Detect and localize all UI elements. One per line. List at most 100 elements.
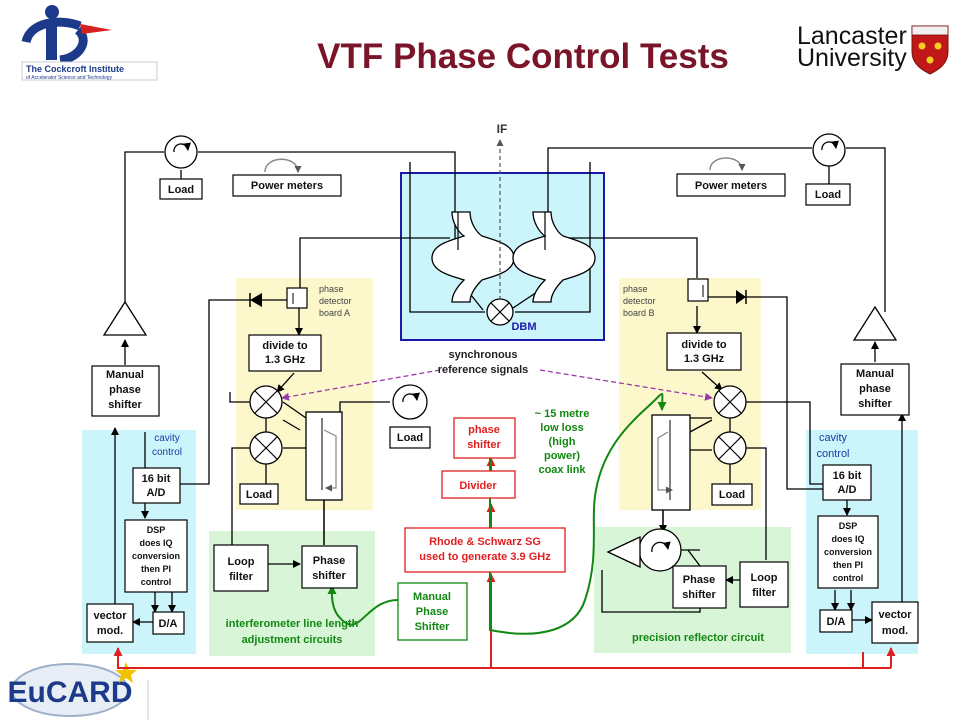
coax-link-cable xyxy=(489,393,667,635)
divide-box: divide to 1.3 GHz xyxy=(666,332,742,371)
svg-text:~ 15 metre: ~ 15 metre xyxy=(535,408,590,420)
adc-box: 16 bit A/D xyxy=(822,464,872,501)
sync-ref-arrow-left xyxy=(281,369,441,401)
svg-text:Rhode & Schwarz SG: Rhode & Schwarz SG xyxy=(429,536,541,548)
crest-lion-icon xyxy=(934,42,942,50)
svg-text:Manual: Manual xyxy=(413,591,451,603)
svg-text:reference signals: reference signals xyxy=(438,364,529,376)
amplifier-icon xyxy=(852,305,898,341)
mixer-icon xyxy=(486,298,514,326)
svg-text:shifter: shifter xyxy=(108,399,142,411)
diode-icon xyxy=(736,290,747,304)
svg-text:Loop: Loop xyxy=(751,572,778,584)
svg-text:1.3 GHz: 1.3 GHz xyxy=(265,354,306,366)
svg-text:16 bit: 16 bit xyxy=(833,470,862,482)
da-box: D/A xyxy=(152,611,185,635)
svg-text:cavity: cavity xyxy=(154,433,180,444)
svg-text:Load: Load xyxy=(719,489,745,501)
manual-phase-shifter-box: Manual phase shifter xyxy=(840,363,910,416)
cockcroft-name: The Cockcroft Institute xyxy=(26,64,124,74)
amplifier-icon xyxy=(102,300,148,336)
svg-text:A/D: A/D xyxy=(838,484,857,496)
svg-text:16 bit: 16 bit xyxy=(142,473,171,485)
circulator-icon xyxy=(812,133,846,167)
svg-text:synchronous: synchronous xyxy=(448,349,517,361)
sync-ref-label: synchronous reference signals xyxy=(438,349,529,376)
coupler-icon xyxy=(687,278,709,302)
lancaster-logo: Lancaster University xyxy=(797,22,949,75)
eucard-logo: EuCARD xyxy=(8,662,137,717)
svg-text:D/A: D/A xyxy=(159,618,178,630)
divide-box: divide to 1.3 GHz xyxy=(248,334,322,372)
diode-icon xyxy=(249,293,262,307)
splitter-icon xyxy=(305,411,343,501)
svg-text:conversion: conversion xyxy=(132,551,180,561)
svg-text:mod.: mod. xyxy=(97,625,123,637)
manual-phase-shifter-cable xyxy=(327,585,399,626)
circulator-icon xyxy=(164,135,198,169)
svg-text:does IQ: does IQ xyxy=(831,534,864,544)
svg-text:Load: Load xyxy=(168,184,194,196)
mixer-icon xyxy=(249,385,283,419)
svg-text:conversion: conversion xyxy=(824,547,872,557)
svg-text:detector: detector xyxy=(319,296,352,306)
phase-shifter-red-box: phase shifter xyxy=(453,417,516,459)
crest-lion-icon xyxy=(918,42,926,50)
svg-text:vector: vector xyxy=(878,609,912,621)
circulator-icon xyxy=(392,384,428,420)
svg-text:D/A: D/A xyxy=(827,616,846,628)
svg-text:power): power) xyxy=(544,450,580,462)
precision-reflector-label: precision reflector circuit xyxy=(632,632,764,644)
svg-text:phase: phase xyxy=(319,284,344,294)
phase-detector-a-label: phase detector board A xyxy=(319,284,352,318)
power-meter-arrow-icon xyxy=(264,158,302,173)
cavity-icon xyxy=(431,211,515,303)
phase-shifter-box: Phase shifter xyxy=(672,565,727,609)
university-word: University xyxy=(797,44,907,72)
svg-text:cavity: cavity xyxy=(819,432,848,444)
svg-text:board A: board A xyxy=(319,308,350,318)
svg-text:shifter: shifter xyxy=(312,570,346,582)
svg-text:phase: phase xyxy=(468,424,500,436)
svg-text:Divider: Divider xyxy=(459,480,497,492)
svg-text:Phase: Phase xyxy=(313,555,345,567)
load-box: Load xyxy=(805,183,851,206)
divider-box: Divider xyxy=(441,470,516,499)
svg-text:does IQ: does IQ xyxy=(139,538,172,548)
circulator-icon xyxy=(638,528,682,572)
svg-text:vector: vector xyxy=(93,610,127,622)
power-meters-box: Power meters xyxy=(676,173,786,197)
svg-text:Power meters: Power meters xyxy=(695,180,767,192)
loop-filter-box: Loop filter xyxy=(739,561,789,608)
svg-text:1.3 GHz: 1.3 GHz xyxy=(684,353,725,365)
if-label: IF xyxy=(497,122,508,136)
load-box: Load xyxy=(711,483,753,506)
svg-text:Manual: Manual xyxy=(106,369,144,381)
svg-text:Shifter: Shifter xyxy=(415,621,451,633)
dsp-box: DSP does IQ conversion then PI control xyxy=(817,515,879,589)
da-box: D/A xyxy=(819,609,853,633)
svg-text:filter: filter xyxy=(752,587,777,599)
svg-text:(high: (high xyxy=(549,436,576,448)
svg-text:divide to: divide to xyxy=(681,339,727,351)
svg-text:Loop: Loop xyxy=(228,556,255,568)
svg-text:shifter: shifter xyxy=(858,398,892,410)
svg-text:interferometer line length: interferometer line length xyxy=(226,618,359,630)
load-box: Load xyxy=(159,178,203,200)
mixer-icon xyxy=(713,385,747,419)
eucard-word: EuCARD xyxy=(8,676,133,709)
svg-text:control: control xyxy=(816,448,849,460)
mixer-icon xyxy=(713,431,747,465)
svg-text:Load: Load xyxy=(246,489,272,501)
svg-text:Phase: Phase xyxy=(416,606,448,618)
splitter-icon xyxy=(651,414,691,511)
svg-text:board B: board B xyxy=(623,308,655,318)
svg-text:shifter: shifter xyxy=(682,589,716,601)
svg-text:Phase: Phase xyxy=(683,574,715,586)
svg-text:Load: Load xyxy=(397,432,423,444)
svg-text:phase: phase xyxy=(623,284,648,294)
svg-text:A/D: A/D xyxy=(147,487,166,499)
interferometer-label: interferometer line length adjustment ci… xyxy=(226,618,359,646)
load-box: Load xyxy=(389,426,431,449)
